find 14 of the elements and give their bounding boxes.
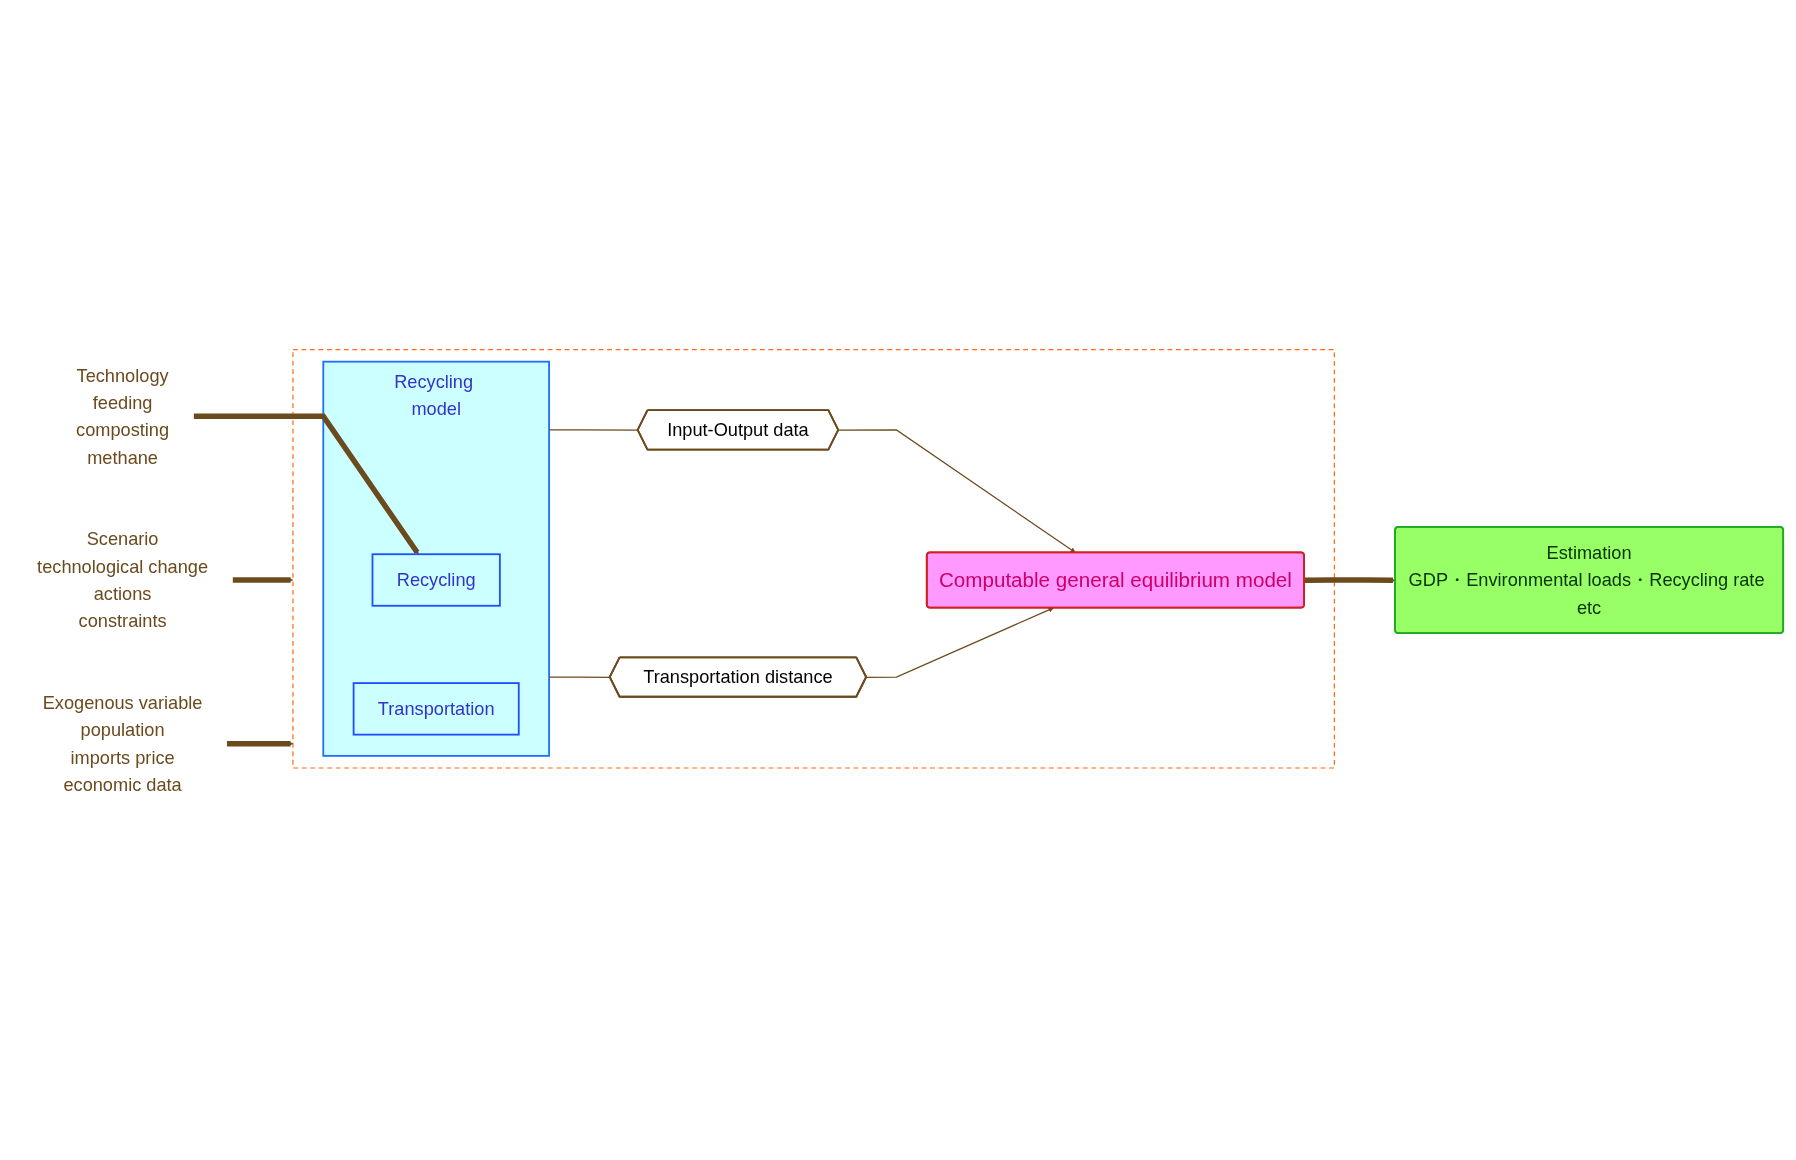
node-text: Exogenous variable population imports price economic data: [42, 692, 203, 795]
connector: [548, 676, 611, 678]
connector: [548, 429, 639, 431]
arrow: [837, 429, 1076, 553]
arrow: [193, 413, 420, 555]
node-text: Technology feeding composting methane: [76, 365, 170, 468]
node-box: Recycling: [371, 553, 501, 607]
node-box: Transportation: [352, 682, 520, 736]
cluster: [292, 348, 1335, 769]
arrow: [865, 607, 1054, 678]
arrow: [226, 741, 294, 747]
arrow: [232, 577, 294, 583]
node-text: Scenario technological change actions constraints: [37, 529, 209, 631]
arrow: [1304, 577, 1396, 584]
